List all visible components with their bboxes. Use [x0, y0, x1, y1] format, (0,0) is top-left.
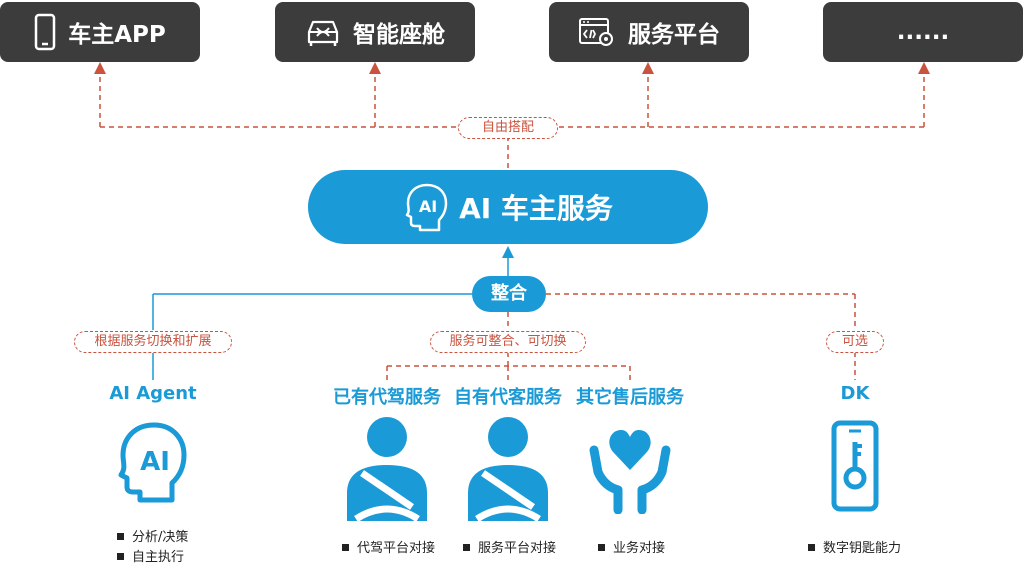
bullet-analysis: 分析/决策 [117, 528, 188, 547]
code-window-icon [579, 18, 613, 46]
bullet-service-platform: 服务平台对接 [463, 539, 556, 558]
ai-head-icon: AI [405, 183, 448, 232]
ai-agent-title: AI Agent [109, 383, 197, 404]
ai-owner-service: AI AI 车主服务 [308, 170, 708, 244]
digital-key-phone-icon [831, 420, 879, 512]
bullet-autonomous: 自主执行 [117, 548, 184, 567]
ai-agent-head-text: AI [140, 447, 170, 477]
phone-icon [34, 13, 56, 51]
dk-title: DK [840, 383, 870, 404]
bullet-digital-key: 数字钥匙能力 [808, 539, 901, 558]
car-front-icon [307, 20, 339, 46]
top-box-label: 智能座舱 [353, 22, 445, 48]
driver-seatbelt-icon [347, 417, 427, 522]
top-box-owner-app: 车主APP [0, 2, 200, 62]
top-box-smart-cockpit: 智能座舱 [275, 2, 475, 62]
valet-seatbelt-icon [468, 417, 548, 522]
label-integrate-switch: 服务可整合、可切换 [430, 331, 586, 353]
heart-hands-icon [589, 430, 671, 514]
ai-agent-head-icon: AI [118, 422, 187, 503]
top-box-label: ...... [896, 19, 950, 45]
bullet-driving-platform: 代驾平台对接 [342, 539, 435, 558]
aftersales-service-title: 其它售后服务 [576, 387, 684, 408]
top-box-service-platform: 服务平台 [549, 2, 749, 62]
bullet-business: 业务对接 [598, 539, 665, 558]
label-free-combination: 自由搭配 [458, 117, 558, 139]
driving-service-title: 已有代驾服务 [333, 387, 441, 408]
label-optional: 可选 [826, 331, 884, 353]
ai-owner-service-title: AI 车主服务 [459, 192, 613, 225]
top-box-label: 服务平台 [628, 22, 720, 48]
ai-head-text: AI [419, 197, 437, 216]
top-box-more: ...... [823, 2, 1023, 62]
own-driving-service-title: 自有代客服务 [454, 387, 562, 408]
top-box-label: 车主APP [68, 22, 166, 48]
label-switch-extend: 根据服务切换和扩展 [74, 331, 232, 353]
integrate-badge: 整合 [472, 276, 546, 312]
